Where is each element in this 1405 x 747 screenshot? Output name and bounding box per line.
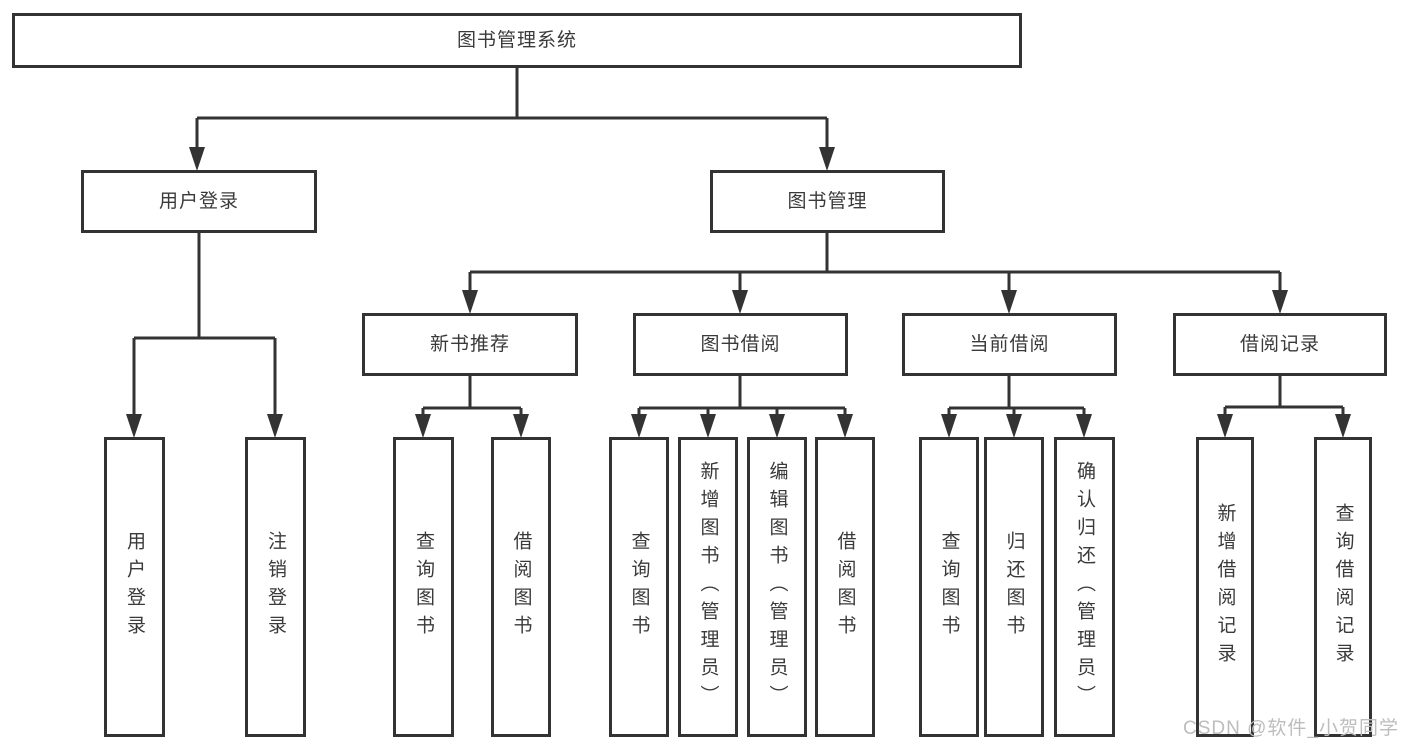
node-edit-books-admin: 编辑图书（管理员） xyxy=(747,437,807,737)
node-new-book-recommend: 新书推荐 xyxy=(362,313,578,376)
node-query-books-3: 查询图书 xyxy=(919,437,979,737)
node-borrow-records: 借阅记录 xyxy=(1173,313,1387,376)
connector-currentborrow-to-children xyxy=(947,376,1086,416)
node-library-management-system: 图书管理系统 xyxy=(12,13,1022,68)
node-add-books-admin: 新增图书（管理员） xyxy=(678,437,738,737)
watermark: CSDN @软件_小贺同学 xyxy=(1183,718,1399,739)
connector-records-to-children xyxy=(1223,376,1345,416)
node-user-login: 用户登录 xyxy=(81,170,317,233)
node-current-borrowing: 当前借阅 xyxy=(902,313,1117,376)
node-add-borrow-record: 新增借阅记录 xyxy=(1196,437,1254,737)
node-book-borrowing: 图书借阅 xyxy=(633,313,848,376)
node-query-borrow-record: 查询借阅记录 xyxy=(1314,437,1372,737)
node-query-books-1: 查询图书 xyxy=(393,437,454,737)
node-query-books-2: 查询图书 xyxy=(609,437,669,737)
node-borrow-books-2: 借阅图书 xyxy=(815,437,875,737)
node-borrow-books-1: 借阅图书 xyxy=(491,437,551,737)
connector-newbook-to-children xyxy=(421,376,523,416)
connector-root-to-level2 xyxy=(195,68,829,150)
node-confirm-return-admin: 确认归还（管理员） xyxy=(1054,437,1115,737)
node-book-management: 图书管理 xyxy=(710,170,945,233)
connector-userlogin-to-children xyxy=(132,233,277,416)
arrowheads xyxy=(126,147,1351,438)
node-user-login-action: 用户登录 xyxy=(104,437,165,737)
node-return-books: 归还图书 xyxy=(984,437,1044,737)
connector-bookborrow-to-children xyxy=(637,376,847,416)
connector-bookmgmt-to-level3 xyxy=(468,233,1282,292)
node-logout: 注销登录 xyxy=(245,437,306,737)
